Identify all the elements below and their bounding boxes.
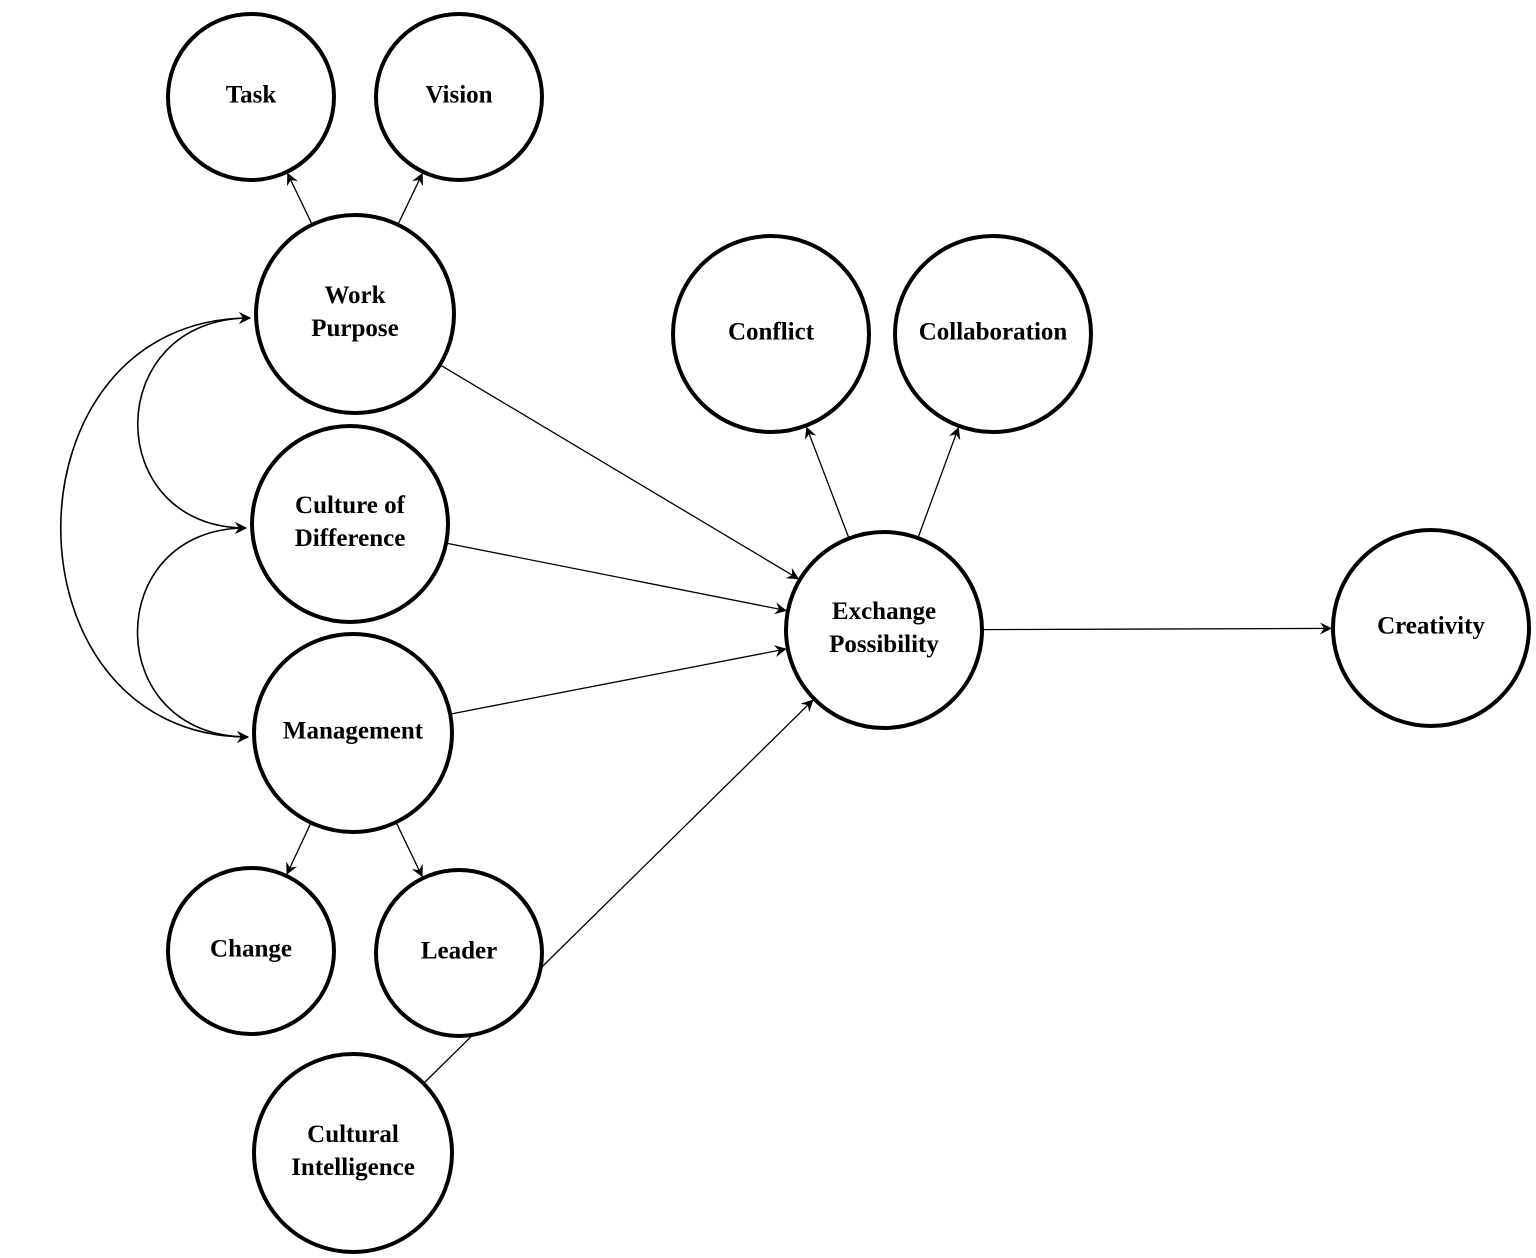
edge-management-to-exchange-possibility (450, 645, 787, 715)
node-circle-culture-of-difference (250, 424, 450, 624)
node-label-cultural-intelligence-line-1: Cultural (307, 1121, 399, 1148)
edge-culture-of-difference-to-exchange-possibility (445, 542, 787, 615)
edge-exchange-possibility-to-collaboration (917, 426, 961, 539)
node-conflict: Conflict (671, 234, 871, 434)
node-creativity: Creativity (1331, 528, 1531, 728)
node-culture-of-difference: Culture of Difference (250, 424, 450, 624)
node-circle-vision (374, 12, 544, 182)
node-label-collaboration: Collaboration (919, 319, 1068, 346)
node-circle-cultural-intelligence (252, 1052, 454, 1254)
node-circle-exchange-possibility (784, 530, 984, 730)
edges (60, 172, 1332, 1084)
node-circle-creativity (1331, 528, 1531, 728)
edge-management-to-leader (395, 821, 423, 878)
node-circle-work-purpose (254, 213, 456, 415)
node-label-change: Change (210, 936, 292, 963)
node-leader: Leader (374, 868, 544, 1038)
node-circle-task (166, 12, 336, 182)
node-circle-conflict (671, 234, 871, 434)
edge-work-purpose-to-task (287, 172, 313, 225)
edge-work-purpose-to-vision (397, 172, 423, 225)
node-label-task: Task (226, 82, 277, 109)
edge-exchange-possibility-to-creativity (981, 622, 1332, 635)
node-label-leader: Leader (421, 938, 497, 965)
node-circle-leader (374, 868, 544, 1038)
node-label-management: Management (283, 718, 424, 745)
edge-exchange-possibility-to-conflict (805, 426, 850, 539)
node-label-culture-of-difference-line-2: Difference (295, 525, 406, 552)
node-vision: Vision (374, 12, 544, 182)
node-task: Task (166, 12, 336, 182)
node-label-conflict: Conflict (728, 319, 815, 346)
node-label-vision: Vision (425, 82, 492, 109)
node-label-exchange-possibility-line-1: Exchange (832, 598, 936, 625)
node-label-exchange-possibility-line-2: Possibility (829, 631, 939, 658)
correlation-culture-of-difference-management (136, 522, 249, 743)
node-label-cultural-intelligence-line-2: Intelligence (291, 1154, 415, 1181)
node-label-work-purpose-line-1: Work (324, 282, 385, 309)
node-label-creativity: Creativity (1377, 613, 1485, 640)
correlation-work-purpose-culture-of-difference (137, 312, 251, 534)
node-management: Management (252, 632, 454, 834)
edge-management-to-change (286, 822, 312, 875)
edge-work-purpose-to-exchange-possibility (439, 364, 800, 580)
node-label-culture-of-difference-line-1: Culture of (295, 492, 406, 519)
correlation-work-purpose-management (60, 312, 251, 743)
node-label-work-purpose-line-2: Purpose (311, 315, 399, 342)
node-change: Change (166, 866, 336, 1036)
node-circle-management (252, 632, 454, 834)
node-circle-collaboration (893, 234, 1093, 434)
node-circle-change (166, 866, 336, 1036)
node-collaboration: Collaboration (893, 234, 1093, 434)
